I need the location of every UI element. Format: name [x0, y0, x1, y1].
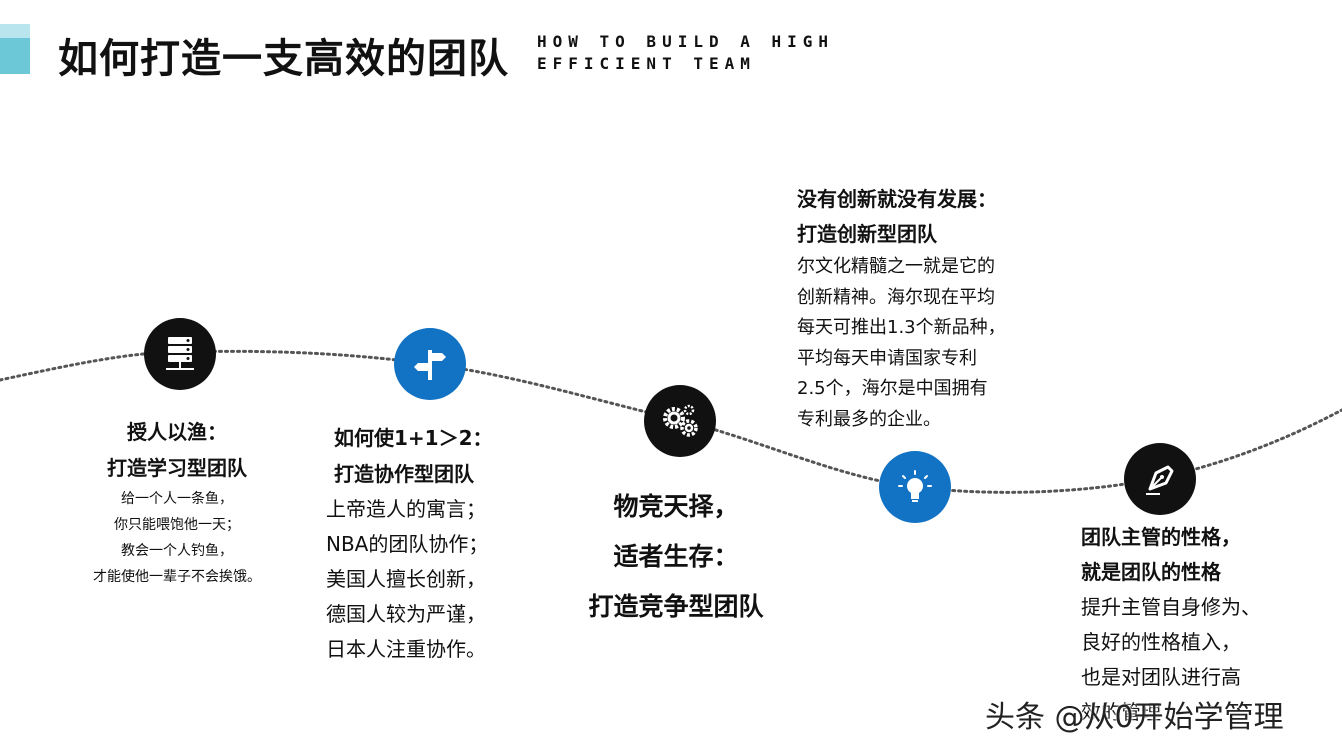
lightbulb-icon: [879, 451, 951, 523]
step-4-body-line: 平均每天申请国家专利: [797, 347, 977, 369]
signpost-icon: [394, 328, 466, 400]
pen-nib-icon: [1124, 443, 1196, 515]
step-5-heading-line: 就是团队的性格: [1081, 560, 1221, 584]
step-2-body-line: 日本人注重协作。: [326, 637, 486, 661]
step-4-body-line: 创新精神。海尔现在平均: [797, 286, 995, 308]
step-3-text: 物竞天择， 适者生存： 打造竞争型团队: [560, 482, 792, 632]
step-4-body-line: 2.5个，海尔是中国拥有: [797, 378, 988, 399]
step-2-body-line: NBA的团队协作；: [326, 532, 489, 556]
title-accent-bar: [0, 24, 30, 74]
step-3-heading-line: 物竞天择，: [613, 492, 739, 521]
step-1-body-line: 给一个人一条鱼，: [121, 491, 233, 507]
step-4-body-line: 尔文化精髓之一就是它的: [797, 256, 995, 277]
step-4-body-line: 每天可推出1.3个新品种，: [797, 317, 1006, 338]
step-1-body-line: 你只能喂饱他一天；: [114, 517, 240, 533]
server-icon: [144, 318, 216, 390]
step-4-heading-line: 打造创新型团队: [797, 222, 937, 246]
gears-icon: [644, 385, 716, 457]
step-1-text: 授人以渔： 打造学习型团队 给一个人一条鱼， 你只能喂饱他一天； 教会一个人钓鱼…: [60, 414, 294, 590]
step-3-heading-line: 适者生存：: [613, 542, 739, 571]
step-2-body-line: 上帝造人的寓言；: [326, 497, 486, 521]
watermark: 头条 @从0开始学管理: [985, 700, 1284, 735]
subtitle-line-1: HOW TO BUILD A HIGH: [537, 32, 835, 51]
step-2-body-line: 美国人擅长创新，: [326, 567, 486, 591]
step-2-body-line: 德国人较为严谨，: [326, 602, 486, 626]
step-5-heading-line: 团队主管的性格，: [1081, 525, 1241, 549]
step-4-body-line: 专利最多的企业。: [797, 408, 941, 430]
step-1-heading-line: 打造学习型团队: [107, 456, 247, 480]
step-1-heading-line: 授人以渔：: [127, 420, 227, 444]
step-5-body-line: 效的管理: [1081, 700, 1161, 724]
subtitle-line-2: EFFICIENT TEAM: [537, 54, 756, 73]
step-5-text: 团队主管的性格， 就是团队的性格 提升主管自身修为、 良好的性格植入， 也是对团…: [1081, 520, 1321, 730]
page-subtitle: HOW TO BUILD A HIGH EFFICIENT TEAM: [537, 31, 834, 75]
step-4-heading-line: 没有创新就没有发展：: [797, 187, 997, 211]
step-2-heading-line: 打造协作型团队: [334, 462, 474, 486]
step-2-heading-line: 如何使1+1＞2：: [334, 426, 493, 450]
step-5-body-line: 提升主管自身修为、: [1081, 595, 1261, 619]
step-5-body-line: 良好的性格植入，: [1081, 630, 1241, 654]
step-1-body-line: 才能使他一辈子不会挨饿。: [93, 569, 261, 585]
step-3-heading-line: 打造竞争型团队: [588, 592, 764, 621]
page-title: 如何打造一支高效的团队: [58, 36, 509, 82]
step-2-text: 如何使1+1＞2： 打造协作型团队 上帝造人的寓言； NBA的团队协作； 美国人…: [326, 420, 526, 667]
step-1-body-line: 教会一个人钓鱼，: [121, 543, 233, 559]
step-4-text: 没有创新就没有发展： 打造创新型团队 尔文化精髓之一就是它的 创新精神。海尔现在…: [797, 182, 1047, 435]
step-5-body-line: 也是对团队进行高: [1081, 665, 1241, 689]
